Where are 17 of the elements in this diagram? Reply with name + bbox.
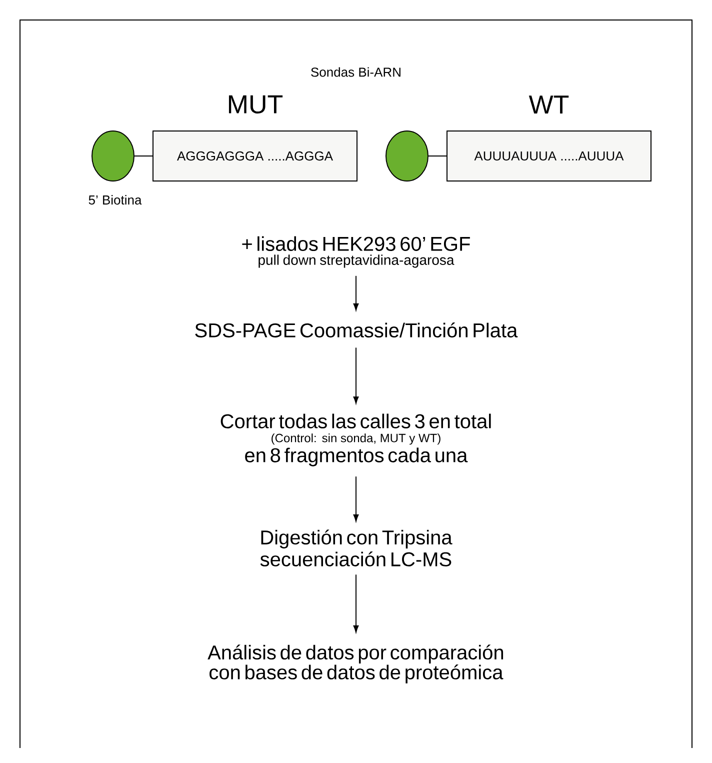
arrow bbox=[353, 476, 359, 522]
step-text: Digestión con Tripsina secuenciación LC-MS bbox=[260, 530, 452, 566]
sequence-box: AGGGAGGGA .....AGGGA bbox=[152, 130, 358, 182]
arrow bbox=[353, 275, 359, 311]
biotin-label: 5’ Biotina bbox=[88, 195, 142, 205]
sequence-box: AUUUAUUUA .....AUUUA bbox=[446, 130, 652, 182]
step-text: Análisis de datos por comparación con bases de datos de proteómica bbox=[208, 644, 504, 684]
step-text: + lisados HEK293 60’ EGF pull down streptavidina-agarosa bbox=[242, 236, 470, 268]
biotin-circle bbox=[386, 130, 428, 182]
probe-heading: MUT bbox=[228, 95, 283, 114]
title: Sondas Bi-ARN bbox=[311, 67, 400, 77]
arrow bbox=[353, 574, 359, 633]
step-text: SDS-PAGE Coomassie/Tinción Plata bbox=[195, 322, 518, 338]
arrow bbox=[353, 347, 359, 404]
biotin-circle bbox=[92, 130, 134, 182]
probe-heading: WT bbox=[528, 96, 569, 114]
step-text: Cortar todas las calles 3 en total (Control: sin sonda, MUT y WT) en 8 fragmentos cada una bbox=[220, 414, 491, 466]
